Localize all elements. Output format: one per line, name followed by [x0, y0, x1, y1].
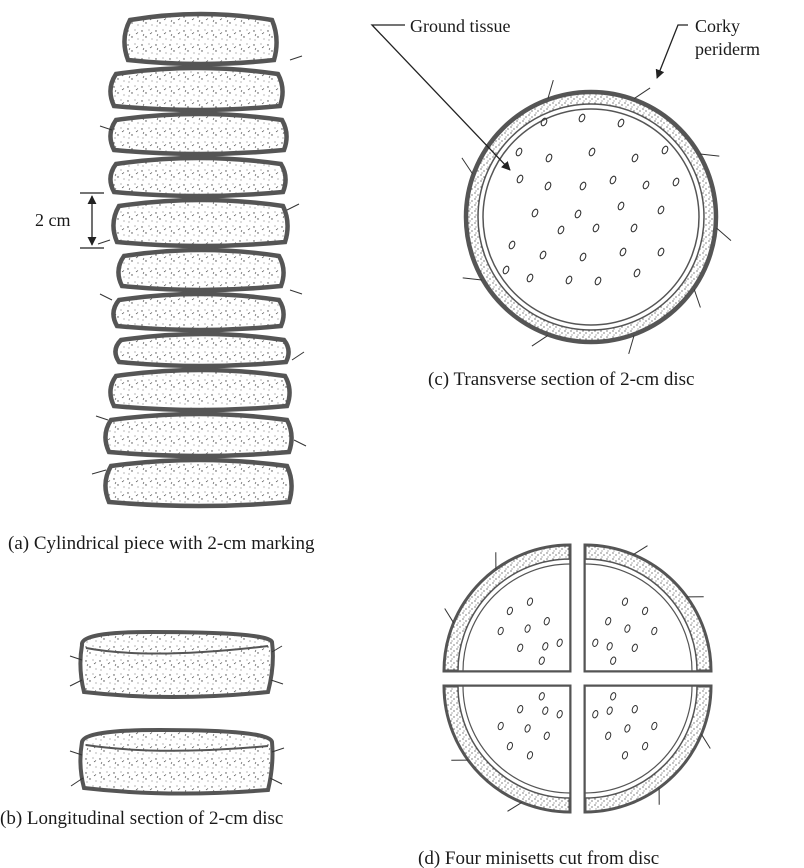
cylinder-hair: [290, 56, 302, 60]
longitudinal-disc-top: [80, 632, 273, 697]
ground-tissue-label: Ground tissue: [410, 16, 511, 36]
minisett-hair: [701, 734, 710, 748]
minisett-hair: [633, 546, 647, 555]
dimension-label: 2 cm: [35, 210, 71, 230]
caption-a: (a) Cylindrical piece with 2-cm marking: [8, 533, 315, 554]
cylinder-hair: [290, 290, 302, 294]
periderm-hair: [700, 154, 719, 156]
periderm-label: periderm: [695, 39, 760, 59]
cylinder-segment: [124, 14, 276, 64]
periderm-hair: [462, 158, 473, 174]
minisett-interior: [458, 559, 570, 671]
caption-d: (d) Four minisetts cut from disc: [418, 848, 659, 868]
minisetts: [444, 545, 711, 812]
cylinder-hair: [98, 240, 110, 244]
longitudinal-disc-bottom: [80, 730, 272, 794]
caption-c: (c) Transverse section of 2-cm disc: [428, 369, 694, 390]
caption-b: (b) Longitudinal section of 2-cm disc: [0, 808, 283, 829]
cylinder-hair: [292, 352, 304, 360]
minisett-hair: [508, 802, 522, 811]
cylinder-segment: [110, 114, 286, 154]
periderm-hair: [463, 278, 482, 280]
cylinder-segment: [113, 200, 287, 246]
cylinder-segment: [113, 294, 283, 330]
cylinder-hair: [287, 204, 299, 210]
cylinder-hair: [96, 416, 108, 420]
cylinder-segment: [105, 460, 291, 506]
cylinder-hair: [294, 440, 306, 446]
periderm-hair: [532, 335, 548, 346]
minisett-interior: [458, 686, 570, 798]
periderm-hair: [634, 88, 650, 99]
cylinder-segment: [110, 68, 282, 110]
cylinder-segment: [115, 334, 288, 366]
cylinder-segment: [105, 414, 291, 456]
cylinder-hair: [92, 470, 106, 474]
cylinder-segment: [110, 370, 289, 410]
periderm-hair: [717, 228, 732, 241]
minisett-interior: [585, 686, 697, 798]
transverse-section: [466, 92, 716, 342]
cylinder-segment: [118, 250, 283, 290]
corky-label: Corky: [695, 16, 740, 36]
dimension-marker: [80, 193, 104, 248]
cylinder-hair: [100, 294, 112, 300]
ground-tissue-leader: [372, 25, 510, 170]
minisett-hair: [445, 609, 454, 623]
cylindrical-piece: [92, 14, 306, 506]
cylinder-segment: [110, 158, 285, 196]
corky-periderm-leader: [657, 25, 688, 78]
periderm-hair: [694, 289, 700, 307]
minisett-interior: [585, 559, 697, 671]
